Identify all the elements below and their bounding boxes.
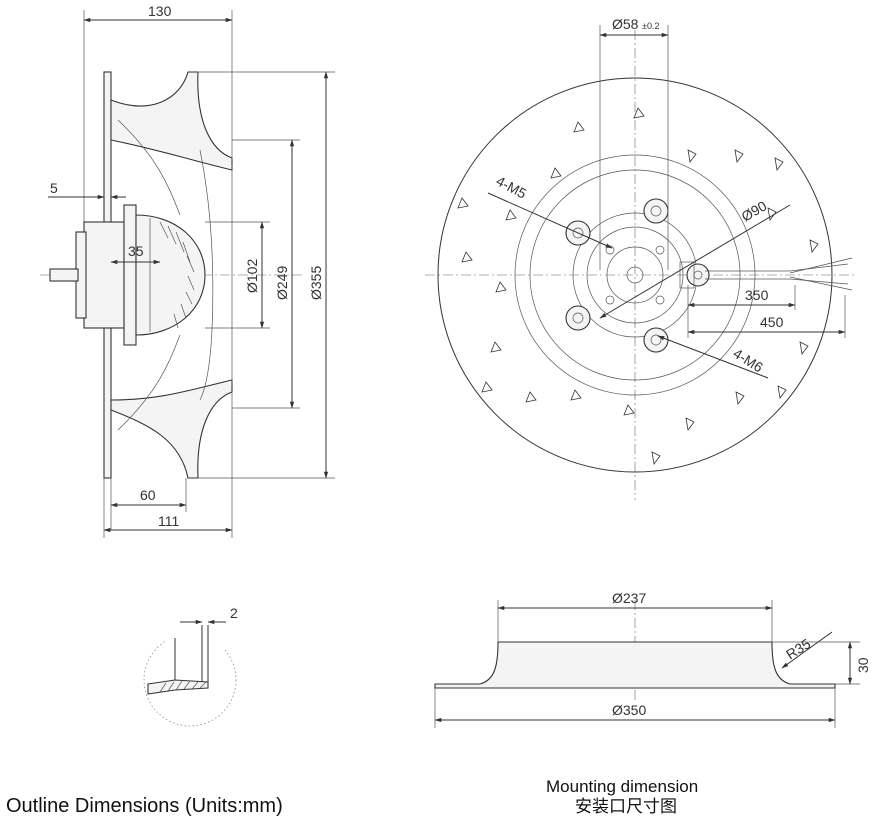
dim-flange-thickness: 5 [50, 180, 58, 196]
dim-radius: R35 [783, 635, 813, 662]
shaft [49, 268, 79, 282]
dim-overall-depth: 130 [148, 3, 172, 19]
cable [705, 257, 853, 291]
dim-bolt-circle: Ø90 [739, 197, 770, 224]
mounting-caption-cn: 安装口尺寸图 [575, 797, 677, 816]
dim-inlet-diameter: Ø249 [274, 266, 290, 300]
dim-height: 30 [855, 657, 871, 673]
dim-cable-outer: 450 [760, 314, 784, 330]
front-view: Ø58 ±0.2 4-M5 Ø90 4-M6 350 450 [425, 16, 855, 500]
dim-total-depth: 111 [158, 513, 179, 529]
shroud-upper [110, 71, 233, 171]
mounting-profile [434, 641, 836, 689]
dim-bore-tolerance: ±0.2 [642, 21, 659, 31]
outline-caption: Outline Dimensions (Units:mm) [6, 795, 283, 817]
dim-outer-diameter: Ø355 [308, 266, 324, 300]
dim-base-diameter: Ø350 [612, 702, 646, 718]
dim-shroud-depth: 60 [140, 487, 156, 503]
dim-gap: 2 [230, 605, 238, 621]
rotor [135, 214, 206, 336]
vent-holes [457, 107, 819, 465]
mounting-caption-en: Mounting dimension [546, 777, 698, 796]
dim-bore-diameter: Ø58 [612, 16, 639, 32]
mounting-bosses [565, 198, 710, 353]
dim-top-diameter: Ø237 [612, 590, 646, 606]
impeller-outline [437, 77, 833, 473]
shroud-lower [110, 379, 233, 479]
dim-hub-diameter: Ø102 [244, 259, 260, 293]
motor-hub [83, 221, 125, 329]
side-view: 130 5 35 Ø102 Ø249 Ø355 60 111 [40, 3, 335, 538]
detail-view: 2 [143, 605, 238, 727]
dim-cable-inner: 350 [745, 287, 769, 303]
dim-hub-length: 35 [128, 243, 144, 259]
mounting-view: Ø237 R35 30 Ø350 [434, 590, 871, 728]
